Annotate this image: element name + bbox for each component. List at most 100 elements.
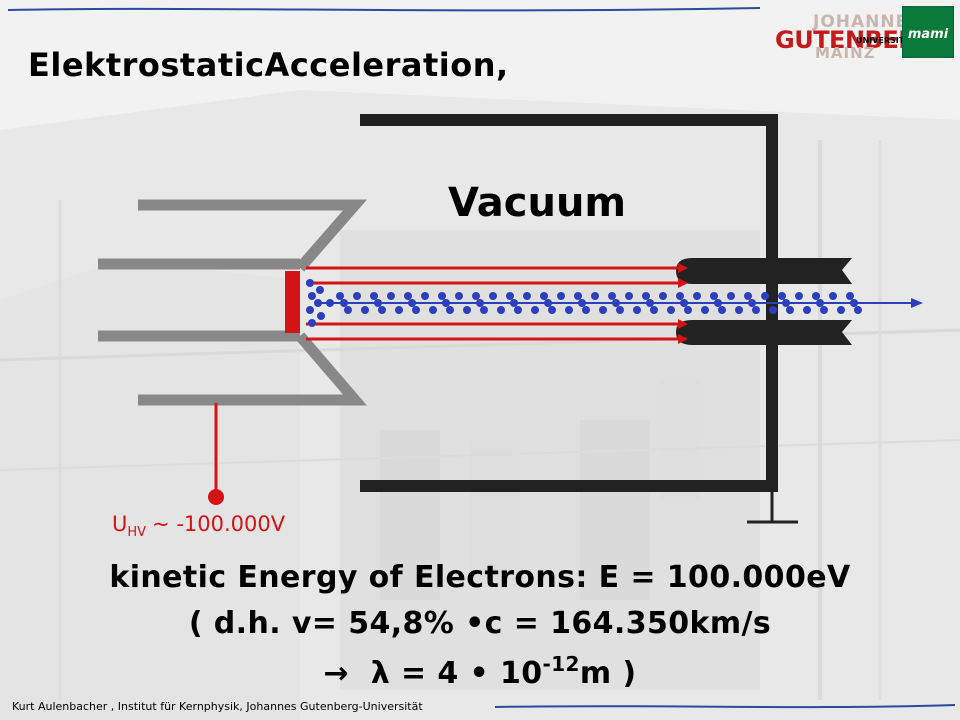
electron-dot — [761, 292, 769, 300]
electron-dot — [846, 292, 854, 300]
footer-credit: Kurt Aulenbacher , Institut für Kernphys… — [12, 700, 423, 713]
logo-text-johannes: JOHANNES — [813, 12, 922, 32]
electron-dot — [378, 306, 386, 314]
electron-dot — [727, 292, 735, 300]
logo-text-mainz: MAINZ — [815, 44, 876, 62]
electron-dot — [306, 279, 314, 287]
electron-dot — [642, 292, 650, 300]
electron-dot — [820, 306, 828, 314]
vacuum-label: Vacuum — [448, 180, 627, 226]
electron-dot — [306, 306, 314, 314]
electron-dot — [701, 306, 709, 314]
field-arrows — [306, 263, 688, 344]
hv-terminal — [208, 489, 224, 505]
electron-dot — [625, 292, 633, 300]
electron-dot — [523, 292, 531, 300]
cathode-plate — [285, 271, 300, 333]
electron-dot — [812, 292, 820, 300]
voltage-value: ~ -100.000V — [152, 512, 286, 536]
electron-dot — [446, 306, 454, 314]
electron-dot — [438, 292, 446, 300]
electron-dot — [344, 306, 352, 314]
electron-dot — [336, 292, 344, 300]
electron-dot — [565, 306, 573, 314]
electron-dot — [735, 306, 743, 314]
wavelength-equals: = 4 • 10 — [401, 656, 543, 691]
logo-text-mami: mami — [907, 27, 949, 42]
hv-voltage-label: UHV~ -100.000V — [112, 512, 285, 540]
electron-dot — [374, 299, 382, 307]
cathode-electrode — [98, 199, 368, 406]
electron-dot — [548, 306, 556, 314]
electron-dot — [442, 299, 450, 307]
electron-dot — [582, 306, 590, 314]
electron-dot — [693, 292, 701, 300]
electron-dot — [314, 299, 322, 307]
electron-dot — [829, 292, 837, 300]
electron-dot — [514, 306, 522, 314]
electron-dot — [353, 292, 361, 300]
electron-dot — [714, 299, 722, 307]
electron-dot — [837, 306, 845, 314]
electron-dot — [676, 292, 684, 300]
electron-dot — [786, 306, 794, 314]
ground-symbol — [747, 486, 798, 524]
velocity-line: ( d.h. v= 54,8% •c = 164.350km/s — [188, 606, 772, 641]
electron-dot — [540, 292, 548, 300]
electron-dot — [308, 292, 316, 300]
electron-dot — [489, 292, 497, 300]
electron-dot — [455, 292, 463, 300]
electron-dot — [599, 306, 607, 314]
wavelength-unit: m ) — [579, 656, 637, 691]
electron-dot — [646, 299, 654, 307]
electron-dot — [748, 299, 756, 307]
electron-dot — [633, 306, 641, 314]
electron-dot — [684, 306, 692, 314]
bottom-frame-line — [494, 704, 956, 709]
electron-dot — [480, 306, 488, 314]
logo-text-universitaet: UNIVERSITÄT — [856, 36, 915, 45]
electron-dot — [680, 299, 688, 307]
electron-dot — [795, 292, 803, 300]
energy-line: kinetic Energy of Electrons: E = 100.000… — [109, 560, 851, 595]
electron-dot — [340, 299, 348, 307]
electron-dot — [387, 292, 395, 300]
electron-dot — [412, 306, 420, 314]
electron-dot — [744, 292, 752, 300]
institute-logo: mami — [902, 6, 954, 58]
electron-dot — [591, 292, 599, 300]
arrow-symbol: → — [323, 656, 350, 691]
electron-dot — [782, 299, 790, 307]
electron-dot — [506, 292, 514, 300]
electron-dot — [608, 292, 616, 300]
electron-dot — [578, 299, 586, 307]
anode-tube — [676, 258, 852, 345]
electron-dot — [667, 306, 675, 314]
electron-dot — [803, 306, 811, 314]
electron-dot — [408, 299, 416, 307]
electron-dot — [361, 306, 369, 314]
electron-dot — [395, 306, 403, 314]
top-frame-line — [7, 7, 761, 12]
electron-beam — [306, 279, 862, 327]
electron-dot — [497, 306, 505, 314]
university-logo: JOHANNES GUTENBERG UNIVERSITÄT MAINZ — [775, 8, 936, 62]
electron-dot — [472, 292, 480, 300]
electron-dot — [650, 306, 658, 314]
electron-dot — [718, 306, 726, 314]
electron-dot — [531, 306, 539, 314]
electron-dot — [308, 319, 316, 327]
electron-dot — [544, 299, 552, 307]
electron-dot — [370, 292, 378, 300]
electron-dot — [317, 312, 325, 320]
electron-dot — [404, 292, 412, 300]
wavelength-line: → λ = 4 • 10-12m ) — [0, 652, 960, 691]
electron-dot — [421, 292, 429, 300]
electron-dot — [769, 306, 777, 314]
electron-dot — [463, 306, 471, 314]
electron-dot — [316, 286, 324, 294]
slide-title: ElektrostaticAcceleration, — [28, 46, 509, 84]
lambda-symbol: λ — [370, 656, 391, 691]
electron-dot — [510, 299, 518, 307]
